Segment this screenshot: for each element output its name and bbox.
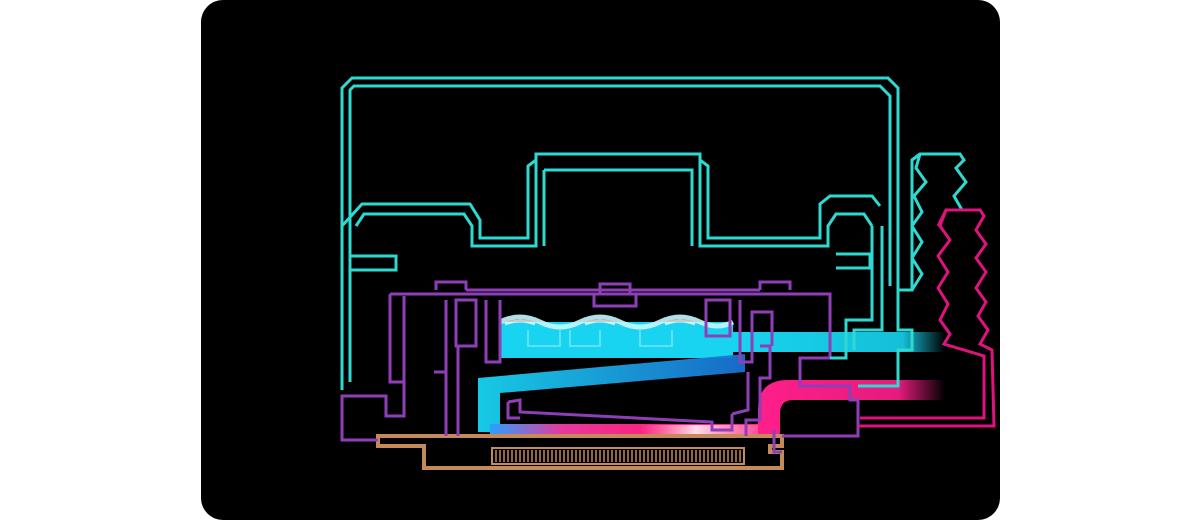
hot-channel: [490, 380, 945, 436]
inlet-barb-fitting: [910, 152, 968, 291]
diagram-panel: [201, 0, 1000, 520]
pump-housing: [340, 76, 921, 390]
cooling-diagram: [340, 76, 996, 470]
copper-cold-plate: [376, 434, 784, 470]
outlet-barb-fitting: [858, 208, 996, 428]
cold-channel: [478, 322, 945, 432]
coolant-reservoir: [498, 314, 735, 347]
block-body: [340, 280, 860, 454]
